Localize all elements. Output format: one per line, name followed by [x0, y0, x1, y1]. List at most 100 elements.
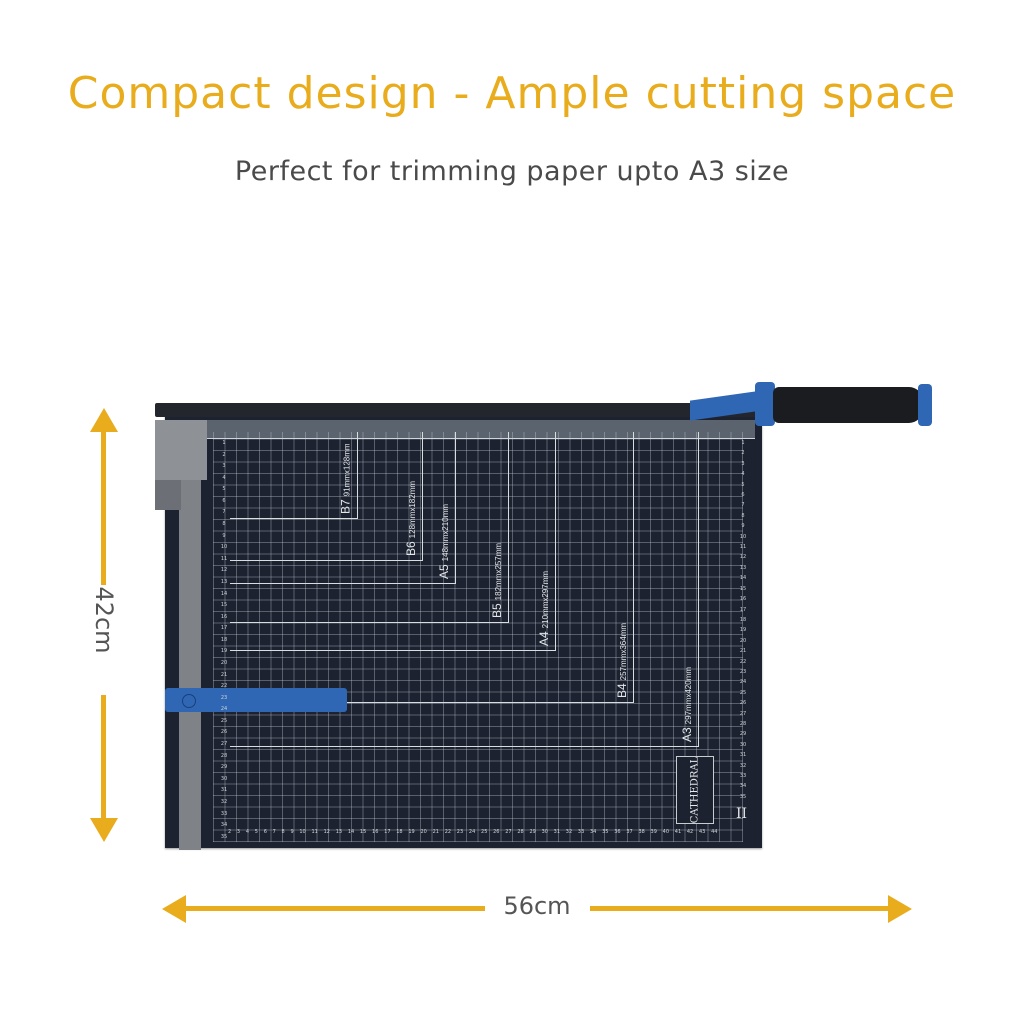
ruler-tick-label: 4 — [222, 474, 226, 481]
ruler-tick-label: 14 — [347, 829, 355, 835]
ruler-tick-label: 15 — [359, 829, 367, 835]
blade-bar — [155, 403, 765, 417]
ruler-tick-label: 4 — [741, 471, 745, 478]
ruler-tick-label: 23 — [220, 694, 228, 701]
ruler-tick-label: 18 — [220, 636, 228, 643]
ruler-tick-label: 23 — [739, 668, 747, 675]
brand-plate: CATHEDRAL — [676, 756, 714, 824]
ruler-tick-label: 33 — [739, 773, 747, 779]
ruler-tick-label: 22 — [739, 658, 747, 665]
ruler-tick-label: 24 — [739, 679, 747, 686]
cutting-handle-grip[interactable] — [773, 387, 923, 423]
ruler-tick-label: 14 — [739, 575, 747, 582]
ruler-tick-label: 9 — [741, 523, 745, 530]
ruler-tick-label: 38 — [638, 829, 645, 835]
ruler-tick-label: 13 — [335, 829, 343, 835]
size-guide-a5: A5148mmx210mm — [230, 432, 456, 584]
ruler-tick-label: 31 — [553, 829, 561, 835]
arrow-down-icon — [90, 818, 118, 842]
brand-logo: II — [736, 806, 748, 822]
width-label: 56cm — [503, 892, 571, 920]
ruler-tick-label: 16 — [372, 829, 379, 835]
ruler-tick-label: 26 — [493, 829, 500, 835]
ruler-tick-label: 23 — [456, 829, 464, 835]
ruler-tick-label: 14 — [220, 590, 228, 597]
ruler-tick-label: 30 — [739, 741, 747, 748]
ruler-tick-label: 32 — [220, 798, 228, 805]
ruler-tick-label: 28 — [739, 720, 747, 727]
blade-guard — [195, 420, 755, 439]
ruler-tick-label: 34 — [739, 783, 747, 790]
ruler-tick-label: 10 — [299, 829, 306, 835]
arrow-right-icon — [888, 895, 912, 923]
ruler-tick-label: 18 — [739, 616, 747, 623]
ruler-tick-label: 17 — [739, 606, 747, 613]
ruler-tick-label: 25 — [481, 829, 488, 835]
ruler-tick-label: 4 — [245, 829, 250, 835]
width-arrow-shaft-right — [590, 906, 895, 911]
height-label: 42cm — [90, 586, 118, 654]
size-guide-b6: B6128mmx182mm — [230, 432, 423, 561]
ruler-tick-label: 30 — [541, 829, 548, 835]
ruler-tick-label: 25 — [739, 689, 747, 696]
ruler-tick-label: 6 — [263, 829, 267, 835]
ruler-tick-label: 11 — [220, 555, 228, 562]
clamp-knob[interactable] — [182, 694, 196, 708]
ruler-tick-label: 17 — [220, 625, 228, 632]
ruler-tick-label: 26 — [739, 700, 747, 707]
ruler-tick-label: 2 — [741, 450, 745, 457]
ruler-tick-label: 37 — [626, 829, 633, 835]
ruler-tick-label: 43 — [698, 829, 706, 835]
ruler-tick-label: 3 — [741, 460, 745, 467]
ruler-tick-label: 10 — [739, 533, 747, 540]
ruler-tick-label: 22 — [444, 829, 452, 835]
ruler-tick-label: 22 — [220, 683, 228, 690]
ruler-tick-label: 7 — [741, 502, 745, 509]
ruler-tick-label: 32 — [739, 762, 747, 769]
size-guide-b7: B791mmx128mm — [230, 432, 358, 519]
size-guide-a4: A4210mmx297mm — [230, 432, 556, 651]
ruler-tick-label: 7 — [272, 829, 276, 835]
ruler-tick-label: 17 — [384, 829, 391, 835]
handle-end-cap — [918, 384, 932, 426]
ruler-tick-label: 11 — [311, 829, 318, 835]
size-guide-a3: A3297mmx420mm — [230, 432, 699, 747]
ruler-tick-label: 35 — [220, 833, 228, 840]
ruler-tick-label: 32 — [565, 829, 573, 835]
ruler-tick-label: 19 — [408, 829, 415, 835]
paper-clamp-handle[interactable] — [165, 688, 347, 712]
ruler-tick-label: 7 — [222, 509, 226, 516]
size-guide-b5: B5182mmx257mm — [230, 432, 509, 623]
ruler-tick-label: 16 — [220, 613, 228, 620]
subheadline: Perfect for trimming paper upto A3 size — [234, 156, 790, 187]
ruler-tick-label: 9 — [222, 532, 226, 539]
brand-name: CATHEDRAL — [689, 756, 701, 824]
ruler-tick-label: 13 — [739, 564, 747, 571]
ruler-tick-label: 5 — [222, 486, 226, 493]
ruler-tick-label: 12 — [323, 829, 330, 835]
ruler-tick-label: 20 — [220, 659, 228, 666]
ruler-tick-label: 18 — [396, 829, 403, 835]
ruler-tick-label: 29 — [220, 764, 228, 771]
rail-cap — [155, 420, 207, 480]
ruler-tick-label: 6 — [222, 497, 226, 504]
width-arrow-shaft-left — [180, 906, 485, 911]
ruler-tick-label: 27 — [220, 741, 228, 748]
ruler-tick-label: 8 — [741, 512, 745, 519]
ruler-tick-label: 35 — [602, 829, 609, 835]
ruler-tick-label: 40 — [662, 829, 670, 835]
ruler-tick-label: 31 — [739, 752, 747, 759]
ruler-tick-label: 24 — [220, 706, 228, 713]
ruler-tick-label: 15 — [739, 585, 747, 592]
ruler-tick-label: 26 — [220, 729, 228, 736]
ruler-tick-label: 33 — [220, 810, 228, 817]
ruler-tick-label: 8 — [281, 829, 285, 835]
ruler-tick-label: 33 — [577, 829, 585, 835]
ruler-tick-label: 20 — [420, 829, 427, 835]
grid-pattern — [213, 432, 743, 842]
ruler-tick-label: 12 — [220, 567, 228, 574]
ruler-tick-label: 19 — [739, 627, 747, 634]
ruler-tick-label: 10 — [220, 544, 228, 551]
